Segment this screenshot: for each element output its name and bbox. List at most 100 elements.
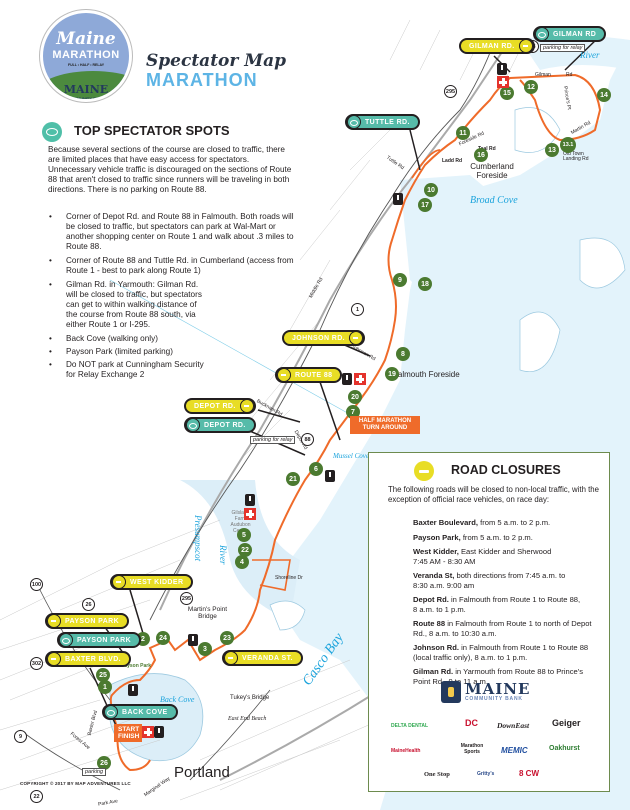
mile-marker-13-1: 13.1	[560, 137, 576, 153]
mile-marker-16: 16	[474, 148, 488, 162]
restroom-icon	[393, 193, 403, 205]
mile-marker-15: 15	[500, 86, 514, 100]
broad-cove-label: Broad Cove	[470, 195, 518, 206]
payson-park-closure-callout[interactable]: PAYSON PARK	[45, 613, 130, 629]
mile-marker-26: 26	[97, 756, 111, 770]
mile-marker-9: 9	[393, 273, 407, 287]
closure-item: West Kidder, East Kidder and Sherwood 7:…	[413, 547, 552, 566]
route-100-shield: 100	[30, 578, 43, 591]
maine-marathon-logo: Maine MARATHON FULL • HALF • RELAY MAINE…	[40, 10, 132, 102]
closure-item: Route 88 in Falmouth from Route 1 to nor…	[413, 619, 592, 638]
route-302-shield: 302	[30, 657, 43, 670]
baxter-blvd-closure-callout[interactable]: BAXTER BLVD.	[45, 651, 132, 667]
spot-item: Payson Park (limited parking)	[48, 347, 298, 357]
minus-icon	[277, 368, 291, 382]
restroom-icon	[497, 63, 507, 75]
medical-icon	[497, 76, 509, 88]
rd-label: Rd	[566, 72, 573, 78]
gilman-rd-spot-callout[interactable]: GILMAN RD	[533, 26, 607, 42]
veranda-st-closure-callout[interactable]: VERANDA ST.	[222, 650, 303, 666]
road-closures-panel: ROAD CLOSURES The following roads will b…	[368, 452, 610, 792]
mussel-cove-label: Mussel Cove	[333, 452, 369, 460]
sponsor-one-stop: One Stop	[424, 771, 450, 778]
sponsor-downeast: DownEast	[497, 721, 530, 730]
route-88-closure-callout[interactable]: ROUTE 88	[275, 367, 343, 383]
sponsor-oakhurst: Oakhurst	[549, 745, 580, 752]
page-title-main: MARATHON	[146, 70, 258, 90]
mile-marker-21: 21	[286, 472, 300, 486]
page-title-script: Spectator Map	[146, 51, 286, 71]
eye-icon	[42, 122, 62, 142]
logo-hill-graphic	[43, 71, 129, 99]
mile-marker-4: 4	[235, 555, 249, 569]
logo-marathon-text: MARATHON	[52, 49, 120, 61]
back-cove-spot-callout[interactable]: BACK COVE	[102, 704, 178, 720]
mile-marker-18: 18	[418, 277, 432, 291]
mile-marker-11: 11	[456, 126, 470, 140]
west-kidder-closure-callout[interactable]: WEST KIDDER	[110, 574, 194, 590]
parking-label: parking	[82, 768, 107, 776]
parking-for-relay-label: parking for relay	[250, 436, 296, 444]
route-9-shield: 9	[14, 730, 27, 743]
depot-rd-closure-callout[interactable]: DEPOT RD.	[184, 398, 256, 414]
sponsor-memic: MEMIC	[501, 746, 528, 755]
mile-marker-20: 20	[348, 390, 362, 404]
sponsor-dc: DC	[465, 718, 478, 728]
spectator-spots-intro: Because several sections of the course a…	[48, 145, 292, 194]
mile-marker-3: 3	[198, 642, 212, 656]
maine-community-bank-logo: MAINE COMMUNITY BANK	[441, 681, 530, 703]
mile-marker-17: 17	[418, 198, 432, 212]
restroom-icon	[154, 726, 164, 738]
i-295-shield: 295	[444, 85, 457, 98]
shoreline-dr-label: Shoreline Dr	[275, 575, 303, 581]
ladd-road-label: Ladd Rd	[442, 158, 462, 164]
minus-icon	[349, 331, 364, 345]
road-closures-intro: The following roads will be closed to no…	[388, 485, 599, 504]
minus-icon	[239, 399, 254, 413]
eye-icon	[347, 115, 361, 129]
minus-icon	[47, 614, 61, 628]
spot-item: Gilman Rd. in Yarmouth: Gilman Rd. will …	[48, 280, 208, 330]
minus-icon	[224, 651, 238, 665]
half-marathon-turnaround-label: HALF MARATHON TURN AROUND	[350, 416, 420, 434]
river-label-top: River	[580, 50, 600, 60]
martins-point-bridge-label: Martin's Point Bridge	[187, 606, 228, 620]
medical-icon	[244, 508, 256, 520]
upper-river-water	[520, 35, 630, 70]
eye-icon	[535, 27, 549, 41]
medical-icon	[354, 373, 366, 385]
sponsor-8-cw: 8 CW	[519, 769, 539, 778]
tuttle-rd-spot-callout[interactable]: TUTTLE RD.	[345, 114, 420, 130]
route-9	[19, 729, 121, 791]
route-88-shield-depot: 88	[301, 433, 314, 446]
minus-icon	[112, 575, 126, 589]
road-closures-title: ROAD CLOSURES	[451, 463, 561, 477]
spot-item: Back Cove (walking only)	[48, 334, 298, 344]
closure-item: Depot Rd. in Falmouth from Route 1 to Ro…	[413, 595, 581, 614]
cumberland-foreside-label: Cumberland Foreside	[470, 162, 514, 180]
johnson-rd-closure-callout[interactable]: JOHNSON RD.	[282, 330, 366, 346]
spot-item: Corner of Route 88 and Tuttle Rd. in Cum…	[48, 256, 298, 276]
payson-park-spot-callout[interactable]: PAYSON PARK	[57, 632, 142, 648]
gilman-rd-closure-callout[interactable]: GILMAN RD.	[459, 38, 535, 54]
mile-marker-14: 14	[597, 88, 611, 102]
old-town-landing-label: Old Town Landing Rd	[563, 151, 589, 162]
sponsor-marathon-sports: Marathon Sports	[460, 743, 484, 755]
river-label: River	[218, 545, 228, 565]
route-22-shield: 22	[30, 790, 43, 803]
mile-marker-25: 25	[96, 668, 110, 682]
back-cove-label: Back Cove	[160, 695, 195, 704]
spectator-spots-list: Corner of Depot Rd. and Route 88 in Falm…	[48, 212, 298, 384]
closure-item: Payson Park, from 5 a.m. to 2 p.m.	[413, 532, 533, 542]
minus-icon	[47, 652, 61, 666]
sponsor-delta-dental: DELTA DENTAL	[391, 723, 429, 729]
logo-bank-sub-text: COMMUNITY BANK	[67, 96, 105, 101]
restroom-icon	[188, 634, 198, 646]
spectator-spots-title: TOP SPECTATOR SPOTS	[74, 123, 230, 138]
closure-item: Veranda St, both directions from 7:45 a.…	[413, 571, 566, 590]
depot-rd-spot-callout[interactable]: DEPOT RD.	[184, 417, 256, 433]
restroom-icon	[128, 684, 138, 696]
copyright-label: COPYRIGHT © 2017 BY MAP ADVENTURES LLC	[20, 781, 131, 786]
start-finish-label: START FINISH	[114, 724, 142, 742]
closure-item: Baxter Boulevard, from 5 a.m. to 2 p.m.	[413, 518, 551, 527]
